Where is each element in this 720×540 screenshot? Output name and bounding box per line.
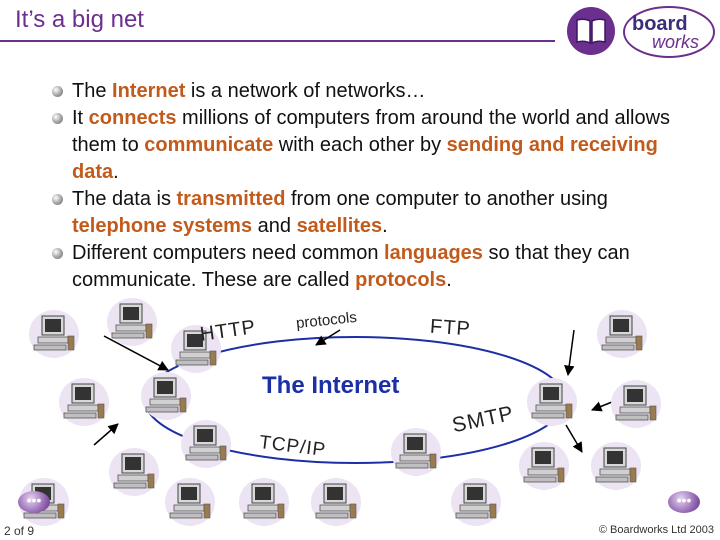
connection-arrow [93, 423, 119, 446]
computer-icon [391, 428, 441, 476]
highlight-term: protocols [355, 269, 447, 291]
computer-icon [109, 448, 159, 496]
computer-icon [239, 478, 289, 526]
computer-icon [611, 380, 661, 428]
connection-arrow [103, 335, 169, 371]
highlight-term: satellites [296, 215, 383, 237]
bullet-list: The Internet is a network of networks…It… [52, 78, 692, 294]
prev-button[interactable]: ••• [18, 491, 50, 513]
computer-icon [59, 378, 109, 426]
connection-arrows [93, 319, 613, 453]
computers-group [19, 298, 661, 526]
bullet-icon [52, 194, 63, 205]
connection-arrow [591, 401, 613, 412]
computer-icon [141, 372, 191, 420]
slide-number: 2 of 9 [4, 524, 35, 538]
bullet-item: The data is transmitted from one compute… [52, 186, 692, 240]
bullet-text: millions of computers from around the wo… [72, 107, 671, 156]
computer-icon [107, 298, 157, 346]
bullet-text: is a network of networks… [185, 80, 426, 102]
bullet-text: and [252, 215, 297, 237]
bullet-text: . [446, 269, 452, 291]
page-title: It’s a big net [15, 6, 144, 33]
computer-icon [591, 442, 641, 490]
highlight-term: communicate [144, 134, 274, 156]
next-button[interactable]: ••• [668, 491, 700, 513]
bullet-item: Different computers need common language… [52, 240, 692, 294]
highlight-term: telephone systems [72, 215, 253, 237]
bullet-text: . [113, 161, 119, 183]
bullet-text: with each other by [273, 134, 447, 156]
computer-icon [519, 442, 569, 490]
copyright: © Boardworks Ltd 2003 [598, 524, 714, 536]
bullet-text: It [72, 107, 89, 129]
computer-icon [171, 325, 221, 373]
bullet-text: so that they can communicate. These are … [72, 242, 630, 291]
connection-arrow [564, 329, 575, 377]
highlight-term: languages [384, 242, 483, 264]
book-icon[interactable] [566, 6, 616, 56]
computer-icon [527, 378, 577, 426]
bullet-text: The [72, 80, 113, 102]
internet-label: The Internet [262, 372, 400, 399]
bullet-item: It connects millions of computers from a… [52, 105, 692, 186]
protocol-ftp: FTP [429, 315, 472, 341]
computer-icon [181, 420, 231, 468]
bullet-icon [52, 248, 63, 259]
bullet-text: Different computers need common [72, 242, 385, 264]
bullet-icon [52, 86, 63, 97]
computer-icon [29, 310, 79, 358]
computer-icon [597, 310, 647, 358]
boardworks-logo: board works [623, 6, 715, 58]
bullet-text: The data is [72, 188, 177, 210]
bullet-icon [52, 113, 63, 124]
logo-line1: board [632, 13, 688, 35]
computer-icon [311, 478, 361, 526]
highlight-term: Internet [112, 80, 186, 102]
computer-icon [451, 478, 501, 526]
logo-line2: works [652, 32, 699, 52]
highlight-term: transmitted [176, 188, 286, 210]
connection-arrow [315, 329, 341, 346]
bullet-text: from one computer to another using [285, 188, 608, 210]
highlight-term: connects [88, 107, 177, 129]
bullet-text: . [382, 215, 388, 237]
computer-icon [165, 478, 215, 526]
title-rule [0, 40, 555, 42]
highlight-term: sending and receiving data [72, 134, 658, 183]
connection-arrow [565, 424, 583, 453]
bullet-item: The Internet is a network of networks… [52, 78, 692, 105]
